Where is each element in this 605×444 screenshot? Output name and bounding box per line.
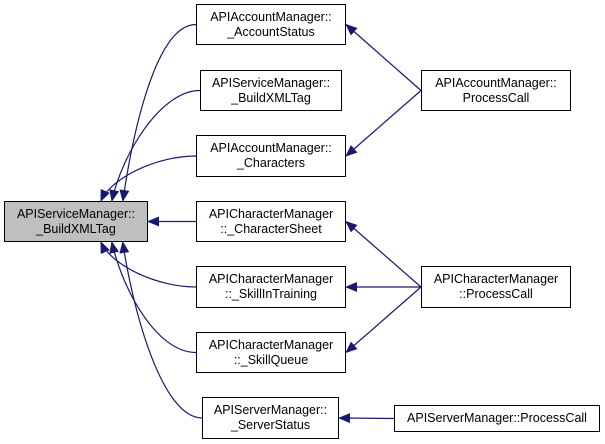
node-srv-status[interactable]: APIServerManager:: _ServerStatus bbox=[202, 397, 339, 439]
node-root-line1: APIServiceManager:: bbox=[16, 206, 136, 221]
edge-acct_chars-to-root bbox=[100, 155, 197, 202]
node-srv-process[interactable]: APIServerManager::ProcessCall bbox=[394, 405, 600, 432]
node-char-process-line1: APICharacterManager bbox=[433, 272, 559, 286]
node-char-skilltrain[interactable]: APICharacterManager ::_SkillInTraining bbox=[196, 266, 346, 308]
edge-char_process-to-char_sheet bbox=[345, 220, 422, 288]
node-root-line2: _BuildXMLTag bbox=[36, 221, 116, 236]
node-root: APIServiceManager:: _BuildXMLTag bbox=[4, 201, 148, 242]
node-char-skilltrain-line2: ::_SkillInTraining bbox=[225, 287, 317, 301]
node-char-skilltrain-line1: APICharacterManager bbox=[208, 272, 334, 286]
node-char-process-line2: ::ProcessCall bbox=[459, 287, 533, 301]
node-acct-chars-line1: APIAccountManager:: bbox=[210, 141, 332, 155]
edge-srv_status-to-root bbox=[119, 241, 203, 419]
edge-char_process-to-char_skillq bbox=[345, 286, 422, 354]
node-char-skillq-line1: APICharacterManager bbox=[208, 337, 334, 352]
edge-char_skilltrain-to-root bbox=[100, 241, 197, 288]
node-svc-build[interactable]: APIServiceManager:: _BuildXMLTag bbox=[200, 70, 342, 111]
node-acct-chars-line2: _Characters bbox=[236, 156, 306, 170]
node-acct-status[interactable]: APIAccountManager:: _AccountStatus bbox=[196, 4, 346, 45]
edge-acct_process-to-acct_chars bbox=[345, 90, 422, 157]
edge-acct_status-to-root bbox=[119, 23, 197, 202]
edge-srv_process-to-srv_status bbox=[338, 413, 395, 424]
node-char-process[interactable]: APICharacterManager ::ProcessCall bbox=[421, 266, 571, 308]
node-acct-status-line1: APIAccountManager:: bbox=[210, 9, 332, 24]
node-char-skillq[interactable]: APICharacterManager ::_SkillQueue bbox=[196, 332, 346, 373]
node-svc-build-line1: APIServiceManager:: bbox=[211, 75, 331, 90]
node-acct-chars[interactable]: APIAccountManager:: _Characters bbox=[196, 135, 346, 177]
node-srv-process-line1: APIServerManager::ProcessCall bbox=[407, 411, 587, 425]
edge-acct_process-to-acct_status bbox=[345, 23, 422, 91]
node-acct-process-line2: ProcessCall bbox=[462, 90, 530, 105]
node-acct-process-line1: APIAccountManager:: bbox=[435, 75, 557, 90]
node-char-sheet-line1: APICharacterManager bbox=[208, 206, 334, 221]
node-svc-build-line2: _BuildXMLTag bbox=[231, 90, 311, 105]
node-char-sheet[interactable]: APICharacterManager ::_CharacterSheet bbox=[196, 201, 346, 242]
node-srv-status-line1: APIServerManager:: bbox=[213, 403, 328, 417]
node-char-skillq-line2: ::_SkillQueue bbox=[233, 352, 309, 367]
node-srv-status-line2: _ServerStatus bbox=[230, 418, 311, 432]
edge-svc_build-to-root bbox=[109, 89, 201, 202]
node-acct-process[interactable]: APIAccountManager:: ProcessCall bbox=[421, 70, 571, 111]
node-acct-status-line2: _AccountStatus bbox=[227, 24, 315, 39]
edge-char_skillq-to-root bbox=[109, 241, 197, 354]
node-char-sheet-line2: ::_CharacterSheet bbox=[220, 221, 322, 236]
